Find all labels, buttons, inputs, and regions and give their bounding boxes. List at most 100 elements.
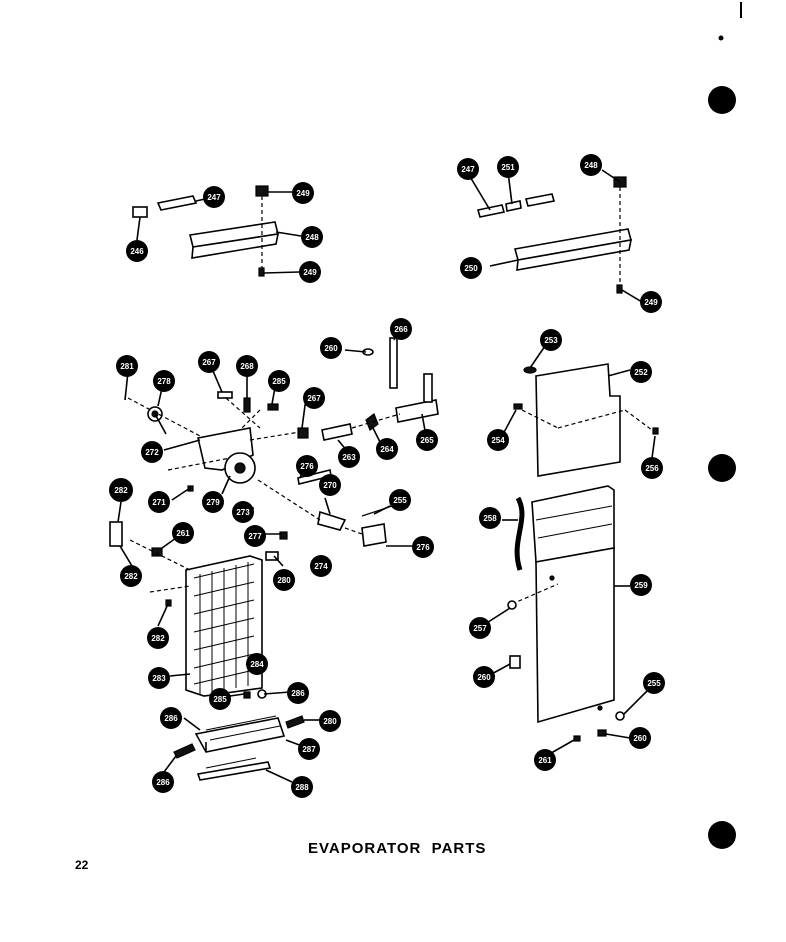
callout-279: 279 [202,491,224,513]
svg-text:279: 279 [206,498,220,507]
svg-text:282: 282 [124,572,138,581]
callout-270: 270 [319,474,341,496]
callout-251: 251 [497,156,519,178]
callout-271: 271 [148,491,170,513]
bracket-part [395,399,439,423]
svg-text:264: 264 [380,445,394,454]
callout-260: 260 [629,727,651,749]
svg-text:249: 249 [296,189,310,198]
callout-258: 258 [479,507,501,529]
svg-text:249: 249 [644,298,658,307]
callout-281: 281 [116,355,138,377]
callout-246: 246 [126,240,148,262]
callout-273: 273 [232,501,254,523]
svg-text:267: 267 [307,394,321,403]
svg-text:261: 261 [176,529,190,538]
actuator-part [361,523,387,547]
svg-text:285: 285 [272,377,286,386]
callout-264: 264 [376,438,398,460]
svg-text:286: 286 [291,689,305,698]
evaporator-cover-upper [531,485,615,563]
shaft-part [321,423,353,441]
rod-part [389,337,398,389]
cover-panel [535,363,621,477]
callout-254: 254 [487,429,509,451]
svg-text:286: 286 [156,778,170,787]
screw-part [616,284,623,294]
callout-284: 284 [246,653,268,675]
evaporator-coil-group [109,521,267,699]
callout-285: 285 [268,370,290,392]
svg-text:257: 257 [473,624,487,633]
svg-text:265: 265 [420,436,434,445]
svg-text:288: 288 [295,783,309,792]
callout-280: 280 [319,710,341,732]
callout-253: 253 [540,329,562,351]
callout-282: 282 [147,627,169,649]
svg-text:266: 266 [394,325,408,334]
svg-text:274: 274 [314,562,328,571]
pin-part [217,391,233,399]
svg-text:250: 250 [464,264,478,273]
knob-part [365,413,379,431]
svg-text:281: 281 [120,362,134,371]
callout-255: 255 [389,489,411,511]
callout-267: 267 [198,351,220,373]
svg-text:247: 247 [207,193,221,202]
callout-280: 280 [273,569,295,591]
svg-text:282: 282 [151,634,165,643]
upper-right-bracket-group [476,176,633,294]
svg-text:263: 263 [342,453,356,462]
callout-277: 277 [244,525,266,547]
scan-mark [718,35,724,41]
svg-text:260: 260 [324,344,338,353]
callout-276: 276 [412,536,434,558]
rod-part [476,204,506,218]
clip-part [109,521,123,547]
svg-text:283: 283 [152,674,166,683]
callout-286: 286 [287,682,309,704]
clip-part [132,206,148,218]
binder-hole [708,454,736,482]
svg-text:280: 280 [323,717,337,726]
callout-260: 260 [473,666,495,688]
callout-249: 249 [292,182,314,204]
callout-276: 276 [296,455,318,477]
svg-text:254: 254 [491,436,505,445]
evaporator-cover [535,547,615,724]
callout-257: 257 [469,617,491,639]
svg-text:284: 284 [250,660,264,669]
spring-part [173,743,196,759]
diagram-title: EVAPORATOR PARTS [308,840,487,857]
svg-text:260: 260 [633,734,647,743]
svg-text:270: 270 [323,481,337,490]
callout-260: 260 [320,337,342,359]
svg-text:246: 246 [130,247,144,256]
drain-tray-group [173,715,305,781]
lever-part [317,510,347,531]
svg-text:249: 249 [303,268,317,277]
svg-text:255: 255 [647,679,661,688]
callout-287: 287 [298,738,320,760]
bushing-part [297,427,309,439]
svg-text:285: 285 [213,695,227,704]
rod-part [524,193,556,207]
callout-261: 261 [172,522,194,544]
svg-text:253: 253 [544,336,558,345]
svg-text:278: 278 [157,377,171,386]
binder-hole [708,86,736,114]
svg-text:259: 259 [634,581,648,590]
svg-text:287: 287 [302,745,316,754]
svg-text:260: 260 [477,673,491,682]
bracket-part [423,373,433,403]
callout-252: 252 [630,361,652,383]
drain-trough [194,717,286,753]
svg-text:276: 276 [416,543,430,552]
callout-249: 249 [640,291,662,313]
callout-250: 250 [460,257,482,279]
binder-hole [708,821,736,849]
callout-265: 265 [416,429,438,451]
rod-part [156,195,198,211]
callout-274: 274 [310,555,332,577]
svg-text:271: 271 [152,498,166,507]
